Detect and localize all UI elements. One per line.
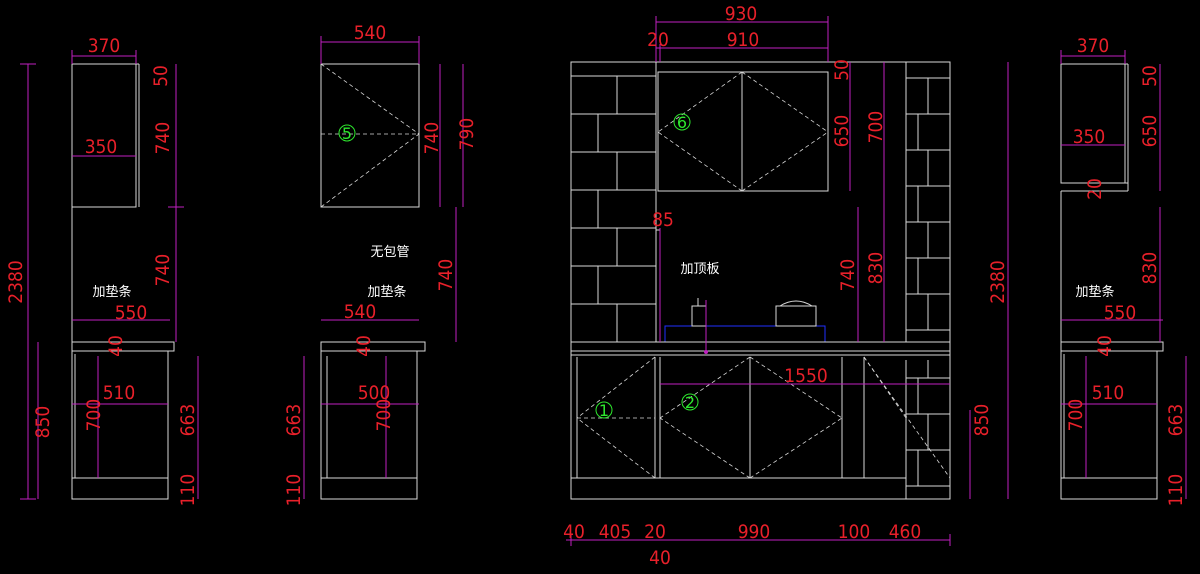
dim-left-kick: 110 <box>177 474 199 507</box>
dim-mid-counter-depth: 540 <box>344 301 377 323</box>
marker-2: 2 <box>685 393 695 412</box>
dim-mid-counter-t: 40 <box>353 335 375 357</box>
dim-right-upper-650: 650 <box>1139 115 1161 148</box>
dim-mid-base-663: 663 <box>283 404 305 437</box>
dim-left-total-h: 2380 <box>5 260 27 304</box>
left-upper-cabinet <box>71 63 137 208</box>
dim-left-gap-h: 740 <box>152 254 174 287</box>
dim-front-b405: 405 <box>599 521 632 543</box>
dim-front-b460: 460 <box>889 521 922 543</box>
front-outline <box>570 61 951 500</box>
dim-right-door-h: 700 <box>1065 399 1087 432</box>
dim-right-top-50: 50 <box>1139 65 1161 87</box>
dim-right-gap-830: 830 <box>1139 252 1161 285</box>
right-upper-cabinet <box>1060 63 1126 184</box>
dim-left-door-h: 700 <box>83 399 105 432</box>
dim-mid-top-depth: 540 <box>354 22 387 44</box>
dim-front-upper-700: 700 <box>865 111 887 144</box>
dim-mid-gap-h: 740 <box>435 259 457 292</box>
dim-left-counter-depth: 550 <box>115 302 148 324</box>
dim-front-b20: 20 <box>644 521 666 543</box>
dim-front-b990: 990 <box>738 521 771 543</box>
left-side-view: 370 350 550 510 50 740 740 2380 40 700 8… <box>5 35 199 506</box>
mid-base-cabinet <box>320 350 418 500</box>
dim-front-gap-20: 20 <box>647 29 669 51</box>
dim-mid-upper-h: 740 <box>421 122 443 155</box>
mid-upper-cabinet <box>320 63 420 208</box>
dim-front-85: 85 <box>652 209 674 231</box>
dim-right-kick: 110 <box>1165 474 1187 507</box>
dim-front-base-850: 850 <box>971 404 993 437</box>
marker-1: 1 <box>599 401 609 420</box>
dim-right-upper-shelf: 350 <box>1073 126 1106 148</box>
label-mid-strip: 加垫条 <box>367 284 406 300</box>
dim-right-base-663: 663 <box>1165 404 1187 437</box>
dim-left-top-50: 50 <box>150 65 172 87</box>
dim-mid-door-h: 700 <box>373 399 395 432</box>
dim-right-top-depth: 370 <box>1077 35 1110 57</box>
dim-left-upper-shelf: 350 <box>85 136 118 158</box>
front-elevation: 6 1 2 <box>563 3 1009 569</box>
dim-mid-kick: 110 <box>283 474 305 507</box>
dim-right-counter-t: 40 <box>1094 335 1116 357</box>
dim-mid-base-depth: 500 <box>358 382 391 404</box>
dim-left-base-depth: 510 <box>103 382 136 404</box>
dim-front-total-width: 930 <box>725 3 758 25</box>
dim-right-base-depth: 510 <box>1092 382 1125 404</box>
dim-front-b40b: 40 <box>649 547 671 569</box>
front-countertop <box>570 341 951 352</box>
label-right-strip: 加垫条 <box>1075 284 1114 300</box>
middle-side-view: 5 540 540 500 740 790 740 40 700 663 110… <box>283 22 478 506</box>
left-brick-wall <box>571 62 657 342</box>
dim-front-upper-width: 910 <box>727 29 760 51</box>
cooktop-outline <box>664 325 826 343</box>
dim-front-gap-830: 830 <box>865 252 887 285</box>
marker-6: 6 <box>677 113 687 132</box>
dim-front-1550: 1550 <box>784 365 828 387</box>
dim-front-upper-650: 650 <box>831 115 853 148</box>
dim-right-20: 20 <box>1084 178 1106 200</box>
cooking-pot <box>775 300 817 327</box>
dim-front-b100: 100 <box>838 521 871 543</box>
dim-mid-upper-790: 790 <box>456 118 478 151</box>
dim-right-counter-depth: 550 <box>1104 302 1137 324</box>
dim-front-gap-740: 740 <box>837 259 859 292</box>
dim-left-base-total: 850 <box>32 406 54 439</box>
dim-left-upper-h: 740 <box>152 122 174 155</box>
dim-front-b40: 40 <box>563 521 585 543</box>
dim-left-top-depth: 370 <box>88 35 121 57</box>
dim-front-total-2380: 2380 <box>987 260 1009 304</box>
right-side-view: 370 350 550 510 50 650 20 830 40 700 663… <box>1060 35 1187 507</box>
right-brick-wall <box>905 62 950 499</box>
label-left-strip: 加垫条 <box>92 284 131 300</box>
dim-front-top-50: 50 <box>831 59 853 81</box>
label-no-pipe: 无包管 <box>370 245 409 260</box>
marker-5: 5 <box>342 124 352 143</box>
dim-left-counter-t: 40 <box>105 335 127 357</box>
faucet <box>691 298 707 327</box>
label-top-board: 加顶板 <box>680 262 719 277</box>
dim-left-base-663: 663 <box>177 404 199 437</box>
